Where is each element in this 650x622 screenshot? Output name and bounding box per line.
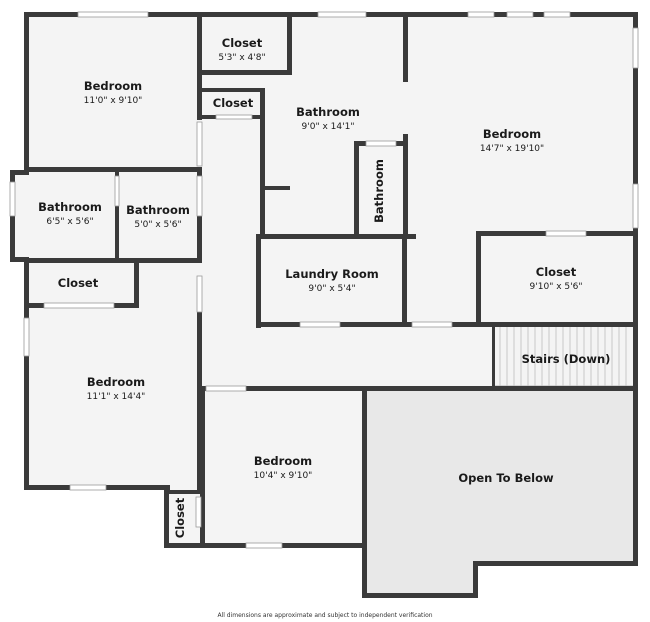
- room-closet-small: Closet: [213, 96, 254, 110]
- room-bedroom-s: Bedroom 10'4" x 9'10": [254, 454, 313, 481]
- room-name: Bedroom: [254, 454, 312, 468]
- room-dimensions: 14'7" x 19'10": [480, 144, 544, 154]
- room-laundry: Laundry Room 9'0" x 5'4": [285, 267, 379, 294]
- room-name: Bathroom: [296, 105, 360, 119]
- windows: [9, 11, 639, 549]
- room-bedroom-ne: Bedroom 14'7" x 19'10": [480, 127, 544, 154]
- room-open-below: Open To Below: [458, 471, 554, 485]
- room-name: Closet: [173, 497, 187, 538]
- disclaimer-text: All dimensions are approximate and subje…: [217, 612, 432, 619]
- room-dimensions: 6'5" x 5'6": [46, 217, 93, 227]
- room-bedroom-nw: Bedroom 11'0" x 9'10": [84, 79, 143, 106]
- room-stairs: Stairs (Down): [522, 352, 611, 366]
- room-bathroom-center: Bathroom 9'0" x 14'1": [296, 105, 360, 132]
- room-name: Laundry Room: [285, 267, 379, 281]
- room-name: Bedroom: [84, 79, 142, 93]
- room-dimensions: 9'0" x 14'1": [302, 122, 355, 132]
- room-closet-west: Closet: [58, 276, 99, 290]
- room-dimensions: 11'1" x 14'4": [87, 392, 146, 402]
- room-dimensions: 9'10" x 5'6": [530, 282, 583, 292]
- room-dimensions: 5'0" x 5'6": [134, 220, 181, 230]
- room-bedroom-w: Bedroom 11'1" x 14'4": [87, 375, 146, 402]
- room-name: Bathroom: [38, 200, 102, 214]
- room-dimensions: 9'0" x 5'4": [308, 284, 355, 294]
- room-name: Stairs (Down): [522, 352, 611, 366]
- room-name: Closet: [222, 36, 263, 50]
- room-bathroom-vertical: Bathroom: [372, 159, 386, 223]
- open-below-area: [366, 390, 634, 564]
- stairs-treads: [493, 325, 635, 387]
- room-bathroom-w1: Bathroom 6'5" x 5'6": [38, 200, 102, 227]
- room-dimensions: 10'4" x 9'10": [254, 471, 313, 481]
- room-name: Bedroom: [87, 375, 145, 389]
- room-name: Open To Below: [458, 471, 554, 485]
- room-dimensions: 5'3" x 4'8": [218, 53, 265, 63]
- room-bathroom-w2: Bathroom 5'0" x 5'6": [126, 203, 190, 230]
- floor-area: [12, 14, 636, 596]
- room-name: Bathroom: [372, 159, 386, 223]
- room-closet-top: Closet 5'3" x 4'8": [218, 36, 265, 63]
- room-name: Bedroom: [483, 127, 541, 141]
- room-closet-east: Closet 9'10" x 5'6": [530, 265, 583, 292]
- room-name: Bathroom: [126, 203, 190, 217]
- room-name: Closet: [536, 265, 577, 279]
- room-name: Closet: [213, 96, 254, 110]
- room-closet-vertical: Closet: [173, 497, 187, 538]
- open-below-notch: [366, 562, 476, 594]
- room-dimensions: 11'0" x 9'10": [84, 96, 143, 106]
- room-name: Closet: [58, 276, 99, 290]
